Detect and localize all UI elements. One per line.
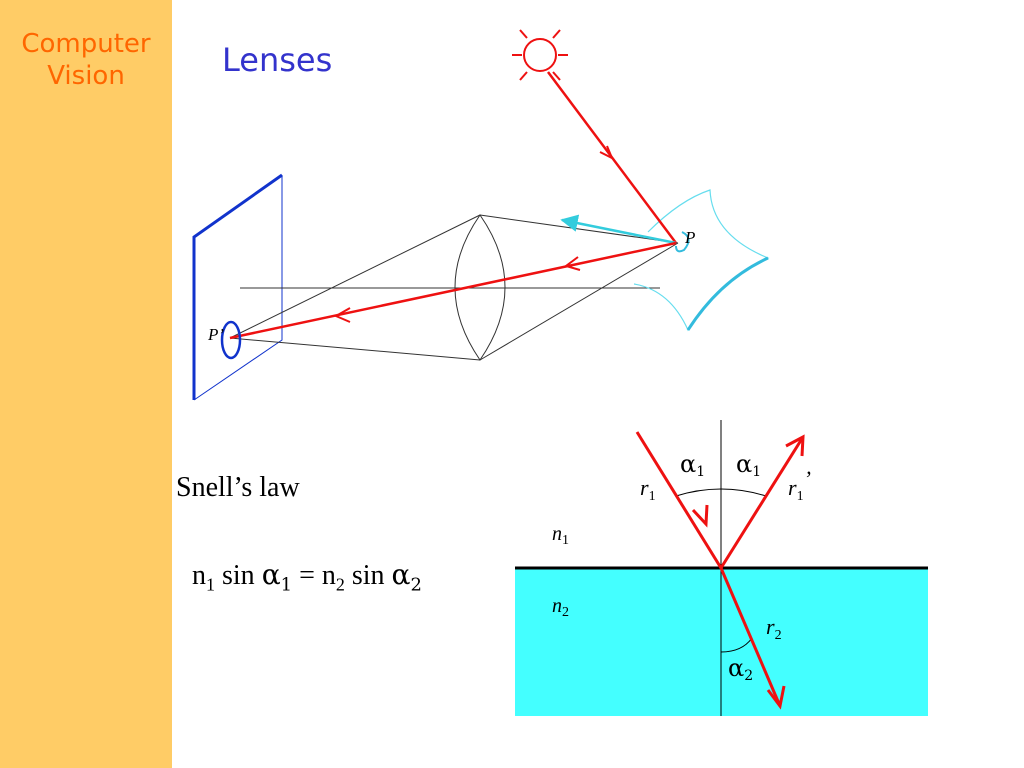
sidebar-title: Computer Vision [0, 28, 172, 92]
ray-r1-arrowhead [691, 504, 709, 528]
formula-n2: n [321, 560, 336, 591]
sun-icon [512, 29, 568, 81]
object-surface-edge [686, 256, 769, 331]
r1-prime-label: r1’ [788, 466, 811, 504]
arc-alpha2 [720, 637, 753, 653]
arc-alpha1 [675, 488, 767, 497]
reflected-ray [560, 214, 677, 245]
lens-diagram: P P’ [192, 29, 770, 401]
r1-label: r1 [640, 475, 656, 504]
cone-ray-bottom-right [479, 242, 679, 361]
n1-label: n1 [552, 523, 569, 548]
formula-alpha1: α1 [261, 558, 293, 596]
r2-label: r2 [766, 614, 782, 643]
point-p-marker [675, 231, 690, 253]
alpha1-left-label: α1 [680, 450, 705, 480]
ray-r2 [719, 567, 782, 707]
sidebar-title-line2: Vision [47, 61, 125, 91]
image-ray-arrowhead-2 [333, 307, 351, 323]
point-p-prime-label: P’ [207, 325, 224, 344]
image-ray-arrowhead-1 [563, 256, 581, 271]
object-surface [633, 189, 770, 332]
formula-sin2: sin [351, 560, 385, 591]
formula-alpha2: α2 [391, 558, 422, 596]
formula-sin1: sin [222, 560, 255, 591]
image-screen-back [193, 175, 283, 401]
formula-n1-sub: 1 [206, 574, 215, 595]
formula-n1: n [192, 560, 206, 591]
slide-title: Lenses [222, 41, 333, 79]
sidebar: Computer Vision [0, 0, 172, 768]
n2-label: n2 [552, 595, 569, 620]
cone-ray-bottom-left [229, 337, 481, 361]
snell-law-formula: n1 sin α1 = n2 sin α2 [192, 558, 422, 596]
snell-law-heading: Snell’s law [176, 472, 300, 503]
cone-ray-top-left [229, 214, 481, 339]
point-p-label: P [684, 228, 695, 247]
ray-r1-prime-arrowhead [785, 434, 805, 457]
sidebar-title-line1: Computer [21, 29, 151, 59]
alpha1-right-label: α1 [736, 450, 761, 480]
incident-ray-arrowhead [599, 145, 614, 161]
ray-r1 [635, 431, 723, 569]
ray-r2-arrowhead [766, 685, 786, 710]
point-p-prime-marker [220, 320, 242, 360]
image-ray [229, 241, 677, 340]
formula-equals: = [299, 560, 315, 591]
formula-n2-sub: 2 [335, 574, 345, 595]
refraction-diagram: α1 α1 α2 r1 r1’ r2 n1 n2 [515, 420, 928, 716]
alpha2-label: α2 [728, 654, 753, 684]
ray-r1-prime [719, 436, 805, 569]
image-screen-front [192, 173, 283, 400]
cone-ray-top-right [479, 214, 679, 244]
